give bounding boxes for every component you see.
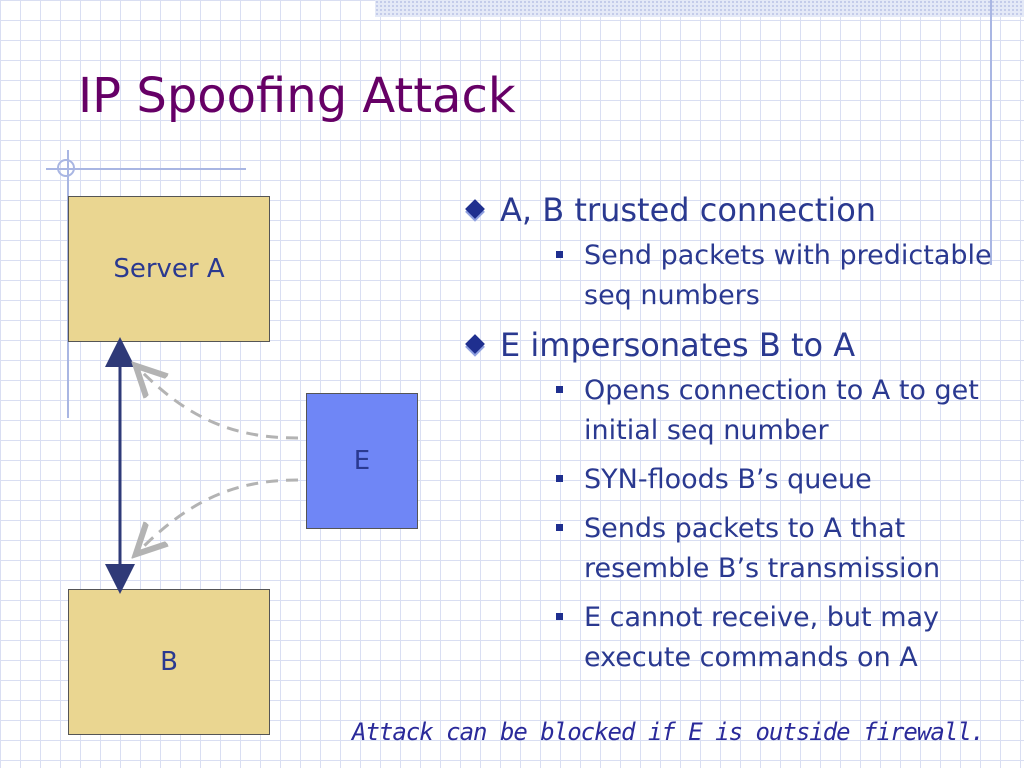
server-a-label: Server A — [113, 254, 225, 284]
sub-bullet-list: Opens connection to A to get initial seq… — [500, 371, 1017, 678]
bullet-item: A, B trusted connection Send packets wit… — [462, 190, 1017, 316]
bullet-text: E impersonates B to A — [500, 326, 856, 364]
square-bullet-icon — [556, 524, 563, 531]
square-bullet-icon — [556, 386, 563, 393]
right-decorative-line — [990, 0, 992, 265]
b-label: B — [160, 647, 178, 677]
bullet-list: A, B trusted connection Send packets wit… — [462, 190, 1017, 687]
sub-bullet-text: Opens connection to A to get initial seq… — [584, 375, 979, 446]
square-bullet-icon — [556, 613, 563, 620]
bullet-item: E impersonates B to A Opens connection t… — [462, 325, 1017, 678]
diamond-bullet-icon — [465, 199, 485, 219]
sub-bullet-item: Sends packets to A that resemble B’s tra… — [500, 509, 1017, 589]
sub-bullet-item: Send packets with predictable seq number… — [500, 236, 1017, 316]
sub-bullet-text: E cannot receive, but may execute comman… — [584, 602, 940, 673]
top-decorative-band — [375, 0, 1024, 17]
slide-title: IP Spoofing Attack — [78, 68, 516, 124]
e-box: E — [306, 393, 418, 529]
sub-bullet-text: Send packets with predictable seq number… — [584, 240, 992, 311]
bullet-text: A, B trusted connection — [500, 191, 877, 229]
sub-bullet-list: Send packets with predictable seq number… — [500, 236, 1017, 316]
sub-bullet-item: Opens connection to A to get initial seq… — [500, 371, 1017, 451]
square-bullet-icon — [556, 251, 563, 258]
sub-bullet-item: SYN-floods B’s queue — [500, 460, 1017, 500]
sub-bullet-text: Sends packets to A that resemble B’s tra… — [584, 513, 941, 584]
decorative-horizontal-line — [46, 168, 246, 170]
footnote: Attack can be blocked if E is outside fi… — [352, 718, 985, 746]
square-bullet-icon — [556, 475, 563, 482]
server-a-box: Server A — [68, 196, 270, 342]
b-box: B — [68, 589, 270, 735]
diamond-bullet-icon — [465, 334, 485, 354]
sub-bullet-text: SYN-floods B’s queue — [584, 464, 872, 495]
sub-bullet-item: E cannot receive, but may execute comman… — [500, 598, 1017, 678]
spoof-arrow-to-server-a — [140, 370, 299, 440]
spoof-arrow-to-b — [140, 478, 299, 550]
decorative-circle-icon — [57, 159, 75, 177]
e-label: E — [353, 446, 371, 476]
